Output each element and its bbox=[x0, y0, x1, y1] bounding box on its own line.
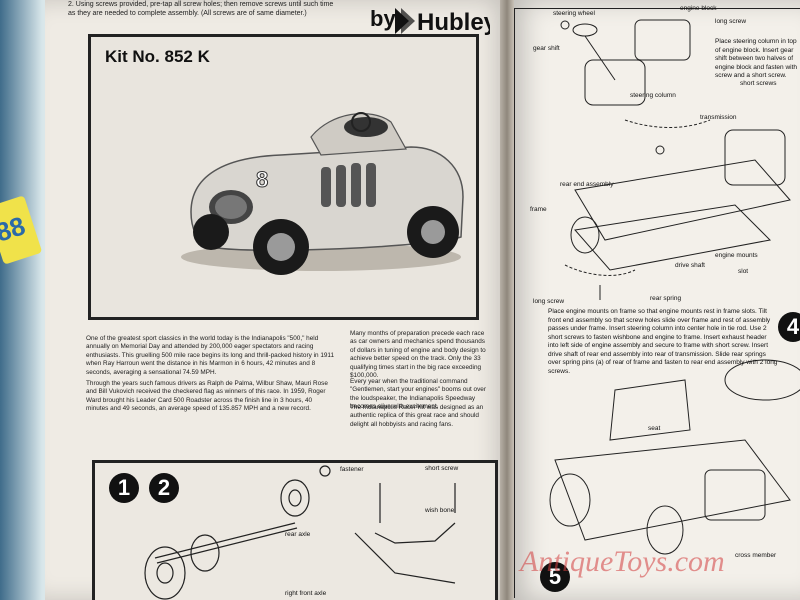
article-paragraph-3: Many months of preparation precede each … bbox=[350, 330, 486, 380]
label-wish-bone: wish bone bbox=[425, 507, 455, 514]
top-instructions: 2. Using screws provided, pre-tap all sc… bbox=[68, 1, 334, 17]
article-paragraph-4: Every year when the traditional command … bbox=[350, 378, 486, 411]
chassis-assembly-diagram bbox=[549, 19, 800, 555]
label-rear-end-assembly: rear end assembly bbox=[560, 181, 614, 188]
brand-name: Hubley bbox=[417, 9, 490, 36]
article-paragraph-5: The Indianapolis Racer Kit was designed … bbox=[350, 404, 484, 428]
label-drive-shaft: drive shaft bbox=[675, 262, 705, 269]
race-car-illustration: 8 bbox=[181, 112, 464, 275]
label-transmission: transmission bbox=[700, 114, 737, 121]
kit-title: Kit No. 852 K bbox=[105, 47, 210, 66]
label-steering-wheel: steering wheel bbox=[553, 10, 595, 17]
axle-diagram bbox=[144, 465, 456, 600]
step-number-4: 4 bbox=[778, 312, 800, 342]
article-paragraph-1: One of the greatest sport classics in th… bbox=[86, 335, 335, 376]
step-number-1: 1 bbox=[109, 473, 139, 503]
right-frame-top bbox=[514, 8, 800, 9]
label-frame: frame bbox=[530, 206, 547, 213]
label-rear-spring: rear spring bbox=[650, 295, 682, 302]
instruction-top: Place steering column in top of engine b… bbox=[715, 38, 798, 79]
kit-photo-box: Kit No. 852 K 8 bbox=[88, 34, 479, 320]
svg-text:8: 8 bbox=[256, 167, 268, 192]
step-number-2: 2 bbox=[149, 473, 179, 503]
label-short-screws: short screws bbox=[740, 80, 777, 87]
label-engine-block: engine block bbox=[680, 5, 717, 12]
article-paragraph-2: Through the years such famous drivers as… bbox=[86, 380, 328, 413]
label-slot: slot bbox=[738, 268, 749, 275]
label-seat: seat bbox=[648, 425, 661, 432]
brand-prefix: by bbox=[370, 6, 396, 31]
step-number-5: 5 bbox=[540, 562, 570, 592]
steps-1-2-box: 1 2 fastener rear axle short screw wish … bbox=[92, 460, 498, 600]
label-engine-mounts: engine mounts bbox=[715, 252, 758, 259]
watermark: AntiqueToys.com bbox=[520, 545, 725, 578]
hubley-logo-icon: Hubley bbox=[395, 8, 490, 36]
label-rear-axle: rear axle bbox=[285, 531, 311, 538]
label-cross-member: cross member bbox=[735, 552, 777, 559]
label-fastener: fastener bbox=[340, 466, 364, 473]
label-right-front-axle: right front axle bbox=[285, 590, 327, 597]
label-gear-shift: gear shift bbox=[533, 45, 560, 52]
right-page bbox=[505, 0, 800, 600]
label-steering-column: steering column bbox=[630, 92, 676, 99]
instruction-bottom: Place engine mounts on frame so that eng… bbox=[548, 308, 778, 375]
label-short-screw: short screw bbox=[425, 465, 459, 472]
label-long-screw-top: long screw bbox=[715, 18, 747, 25]
page-gutter bbox=[500, 0, 514, 600]
right-frame-left bbox=[514, 8, 515, 598]
label-long-screw: long screw bbox=[533, 298, 565, 305]
